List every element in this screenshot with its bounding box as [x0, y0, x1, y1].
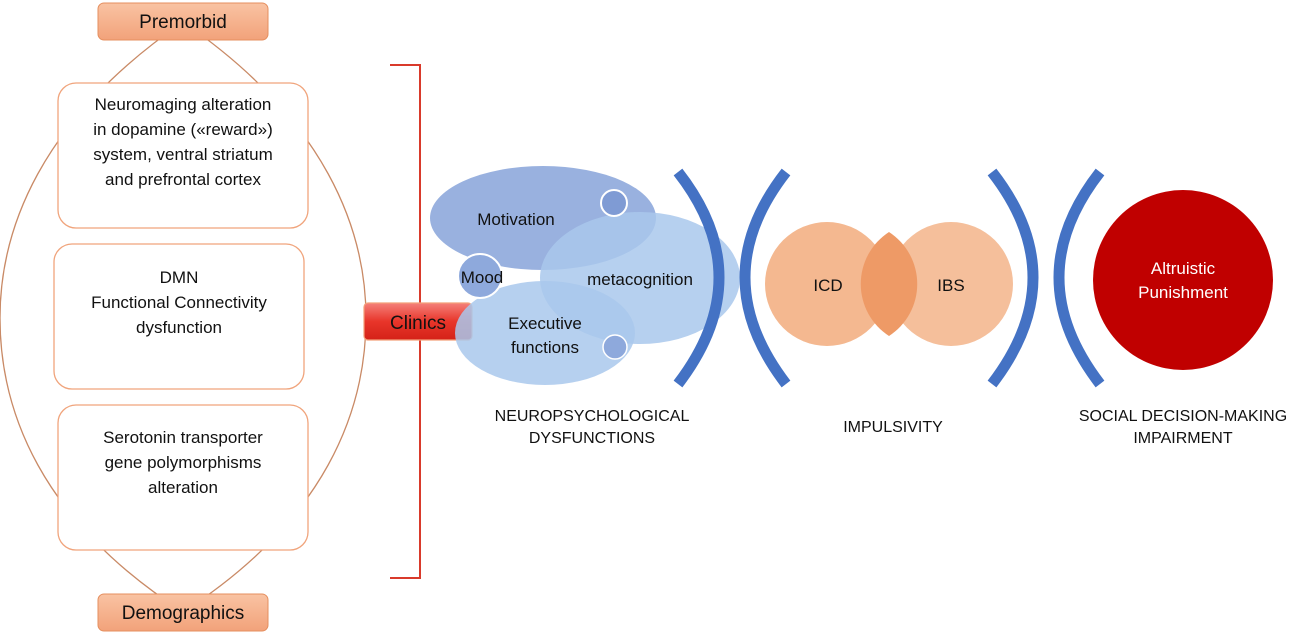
svg-text:functions: functions	[511, 338, 579, 357]
svg-text:Demographics: Demographics	[122, 603, 245, 624]
neuro-caption-2: DYSFUNCTIONS	[529, 430, 655, 447]
svg-text:Motivation: Motivation	[477, 210, 554, 229]
svg-text:gene polymorphisms: gene polymorphisms	[105, 453, 262, 472]
paren-4-open	[1053, 168, 1105, 388]
icd-circle	[765, 222, 889, 346]
social-caption-2: IMPAIRMENT	[1133, 430, 1232, 447]
box-serotonin: Serotonin transporter gene polymorphisms…	[57, 404, 309, 551]
impulsivity-cluster: ICD IBS	[765, 222, 1013, 346]
svg-text:DMN: DMN	[160, 268, 199, 287]
box-dmn: DMN Functional Connectivity dysfunction	[53, 243, 305, 390]
svg-text:Punishment: Punishment	[1138, 283, 1228, 302]
box-dopamine: Neuromaging alteration in dopamine («rew…	[57, 82, 309, 229]
paren-1-close	[673, 168, 725, 388]
svg-text:Neuromaging alteration: Neuromaging alteration	[95, 95, 272, 114]
svg-text:system, ventral striatum: system, ventral striatum	[93, 145, 273, 164]
svg-text:Altruistic: Altruistic	[1151, 259, 1216, 278]
svg-text:metacognition: metacognition	[587, 270, 693, 289]
svg-text:Mood: Mood	[461, 268, 504, 287]
svg-text:Serotonin transporter: Serotonin transporter	[103, 428, 263, 447]
svg-text:Premorbid: Premorbid	[139, 12, 227, 33]
svg-text:IBS: IBS	[937, 276, 964, 295]
svg-text:ICD: ICD	[813, 276, 842, 295]
svg-text:dysfunction: dysfunction	[136, 318, 222, 337]
svg-text:and prefrontal cortex: and prefrontal cortex	[105, 170, 261, 189]
svg-text:alteration: alteration	[148, 478, 218, 497]
neuro-caption: NEUROPSYCHOLOGICAL	[495, 408, 690, 425]
impulsivity-caption: IMPULSIVITY	[843, 419, 943, 436]
svg-text:Clinics: Clinics	[390, 313, 446, 334]
executive-ellipse	[455, 281, 635, 385]
social-caption: SOCIAL DECISION-MAKING	[1079, 408, 1287, 425]
clinics-label: Clinics	[363, 302, 473, 341]
svg-text:in dopamine («reward»): in dopamine («reward»)	[93, 120, 273, 139]
paren-2-open	[739, 168, 791, 388]
icd-ibs-overlap	[860, 232, 918, 336]
svg-text:Executive: Executive	[508, 314, 582, 333]
ibs-circle	[889, 222, 1013, 346]
mood-circle	[457, 253, 503, 299]
motivation-dot	[600, 189, 628, 217]
premorbid-label: Premorbid	[97, 2, 269, 41]
executive-dot	[602, 334, 628, 360]
svg-text:Functional Connectivity: Functional Connectivity	[91, 293, 267, 312]
paren-3-close	[987, 168, 1039, 388]
neuro-cluster: Motivation Mood metacognition Executive …	[430, 166, 740, 385]
demographics-label: Demographics	[97, 593, 269, 632]
altruistic-punishment-circle: Altruistic Punishment	[1093, 190, 1273, 370]
